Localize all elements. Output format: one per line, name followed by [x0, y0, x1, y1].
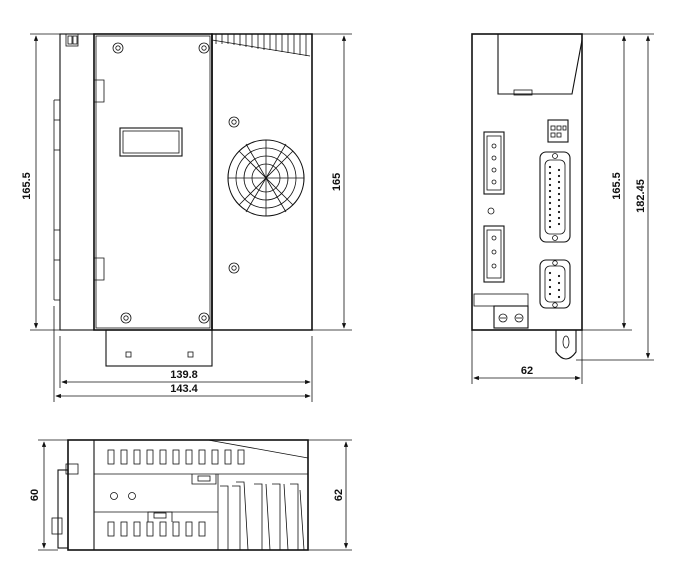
left-connector-strip: [53, 33, 95, 331]
front-bottom-bracket: [105, 329, 213, 367]
power-terminal-icon: [493, 305, 529, 329]
terminal-block-upper-icon: [483, 131, 505, 195]
led-indicator: [487, 207, 495, 215]
heatsink-fins: [217, 474, 305, 551]
label-strip: [473, 293, 529, 307]
vent-slots-upper: [107, 449, 245, 465]
db25-connector-icon: [539, 151, 571, 243]
dim-label-139-8: 139.8: [170, 369, 198, 381]
dim-height-left: 165.5: [21, 33, 60, 331]
dim-label-60: 60: [29, 489, 41, 501]
db15-connector-icon: [539, 259, 571, 309]
db25-pins: [548, 165, 561, 229]
top-fins: [215, 34, 307, 56]
dim-width-inner: 139.8: [59, 336, 313, 388]
dim-label-165-5-side: 165.5: [611, 172, 623, 200]
bottom-view: 60 62: [29, 439, 352, 551]
dim-width-outer: 143.4: [53, 306, 313, 402]
dim-side-depth: 62: [471, 330, 583, 384]
vent-slots-lower: [107, 521, 206, 537]
side-view: 165.5 182.45 62: [471, 33, 654, 384]
dim-label-182-45: 182.45: [635, 179, 647, 213]
dim-label-165-5-front: 165.5: [21, 172, 33, 200]
terminal-block-lower-icon: [483, 225, 505, 283]
dim-side-height-inner: 165.5: [582, 33, 632, 331]
front-main-panel: [93, 33, 213, 331]
dim-label-62-side: 62: [521, 365, 533, 377]
dim-bottom-height-right: 62: [308, 439, 352, 551]
dim-bottom-height-left: 60: [29, 439, 68, 551]
dim-side-height-outer: 182.45: [576, 33, 654, 361]
fan-grille-icon: [227, 139, 305, 217]
mounting-tab: [555, 330, 577, 360]
encoder-connector-icon: [547, 119, 569, 143]
dim-label-165: 165: [331, 173, 343, 191]
front-view: 165.5 165 139.8 143.4: [21, 33, 352, 402]
front-heatsink-panel: [211, 33, 313, 331]
dim-height-right: 165: [312, 33, 352, 331]
dim-label-62-bottom: 62: [333, 489, 345, 501]
db15-pins: [548, 271, 561, 299]
dim-label-143-4: 143.4: [170, 383, 198, 395]
